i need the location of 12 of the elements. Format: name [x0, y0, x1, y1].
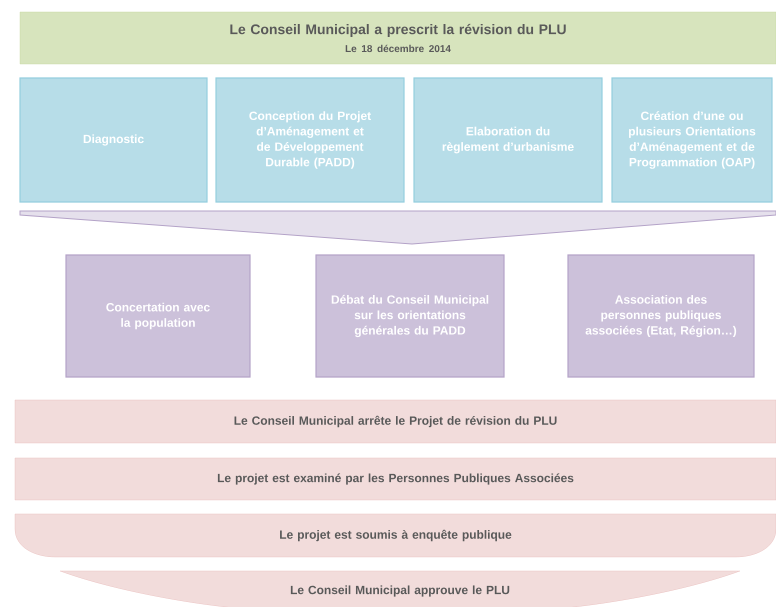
- stage-band: Le Conseil Municipal approuve le PLU: [60, 570, 740, 607]
- step-box: Elaboration du règlement d’urbanisme: [413, 77, 603, 203]
- step-box: Débat du Conseil Municipal sur les orientations générales du PADD: [315, 254, 505, 378]
- step-box: Concertation avec la population: [65, 254, 251, 378]
- stage-band: Le Conseil Municipal arrête le Projet de révision du PLU: [14, 400, 776, 444]
- stage-band: Le projet est examiné par les Personnes Publiques Associées: [14, 458, 776, 500]
- step-box: Association des personnes publiques associées (Etat, Région…): [567, 254, 755, 378]
- step-box: Conception du Projet d’Aménagement et de Développement Durable (PADD): [215, 77, 405, 203]
- stage-band: Le projet est soumis à enquête publique: [14, 514, 776, 558]
- step-box: Création d’une ou plusieurs Orientations d’Aménagement et de Programmation (OAP): [611, 77, 773, 203]
- heading-band: Le Conseil Municipal a prescrit la révision du PLU Le 18 décembre 2014: [20, 12, 776, 64]
- step-box: Diagnostic: [19, 77, 208, 203]
